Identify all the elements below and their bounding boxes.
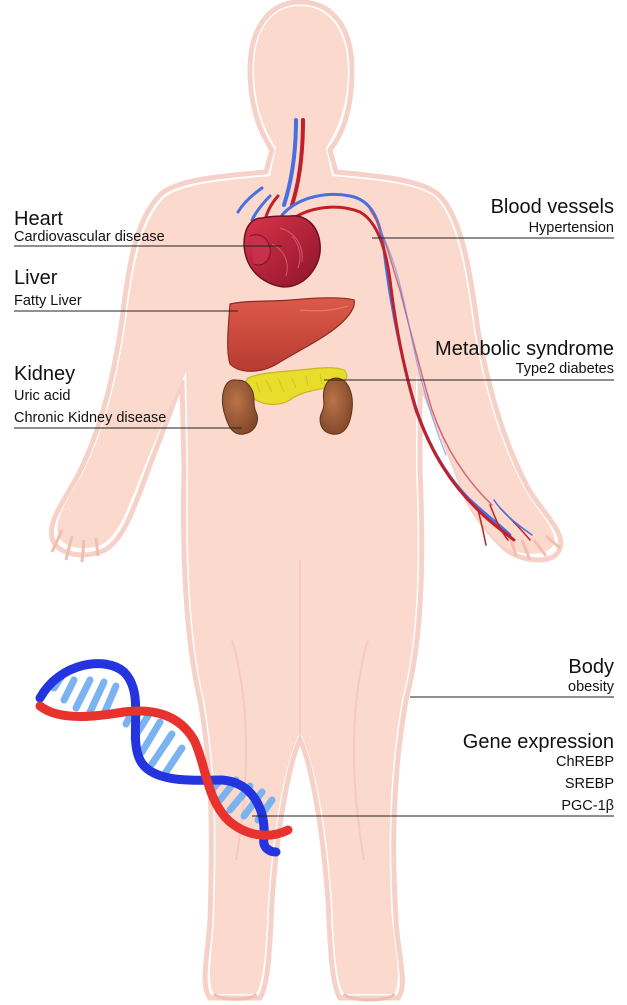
kidney-label: Kidney xyxy=(14,364,75,384)
metabolic-syndrome-label: Metabolic syndrome xyxy=(435,339,614,359)
blood-vessels-item: Hypertension xyxy=(529,221,614,236)
gene-item-chrebp: ChREBP xyxy=(556,755,614,770)
gene-item-srebp: SREBP xyxy=(565,777,614,792)
gene-item-pgc1b: PGC-1β xyxy=(561,799,614,814)
heart-item: Cardiovascular disease xyxy=(14,230,165,245)
human-body-silhouette xyxy=(51,2,560,1000)
kidney-item-ckd: Chronic Kidney disease xyxy=(14,411,166,426)
liver-label: Liver xyxy=(14,268,57,288)
body-fill xyxy=(57,6,554,994)
body-label: Body xyxy=(568,657,614,677)
heart-label: Heart xyxy=(14,209,63,229)
blood-vessels-label: Blood vessels xyxy=(491,197,614,217)
metabolic-syndrome-item: Type2 diabetes xyxy=(516,362,614,377)
liver-item: Fatty Liver xyxy=(14,294,82,309)
kidney-item-uric-acid: Uric acid xyxy=(14,389,70,404)
body-item: obesity xyxy=(568,680,614,695)
gene-expression-label: Gene expression xyxy=(463,732,614,752)
